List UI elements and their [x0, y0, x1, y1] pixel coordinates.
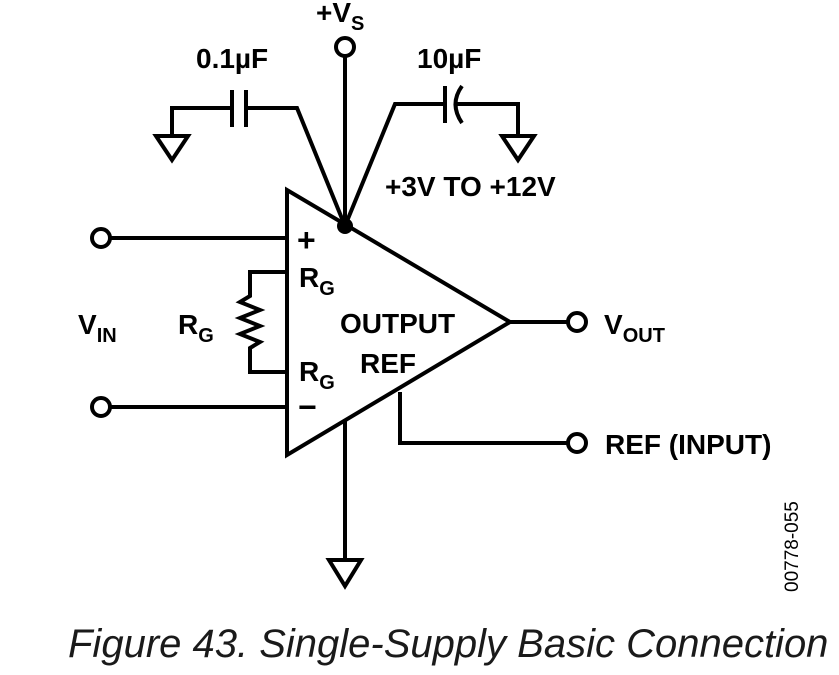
rg-pin-label-top: RG [299, 262, 335, 300]
rg-resistor-label: RG [178, 309, 214, 347]
output-label: OUTPUT [340, 308, 455, 339]
ref-terminal [566, 432, 588, 454]
cap-small-wire-left [170, 106, 232, 136]
minus-input-terminal [90, 396, 112, 418]
rg-pin-label-bottom: RG [299, 356, 335, 394]
ground-symbol-bottom [325, 558, 365, 590]
ref-label: REF [360, 348, 416, 379]
ref-wire [398, 392, 568, 445]
amplifier-triangle [285, 186, 514, 459]
vin-label: VIN [78, 309, 117, 347]
ref-input-label: REF (INPUT) [605, 429, 771, 460]
ground-symbol-right [498, 134, 538, 164]
cap-small-wire-right [246, 106, 347, 227]
supply-terminal [334, 36, 356, 58]
supply-label: +VS [316, 0, 364, 35]
plus-input-terminal [90, 227, 112, 249]
minus-sign: − [298, 389, 317, 425]
rg-resistor [234, 270, 287, 374]
supply-range-label: +3V TO +12V [385, 171, 556, 202]
cap-small-label: 0.1µF [196, 43, 268, 74]
cap-large-wire-right [454, 102, 520, 136]
vout-label: VOUT [604, 309, 665, 347]
ground-symbol-left [152, 134, 192, 164]
vout-terminal [566, 311, 588, 333]
cap-large-wire-left [343, 102, 445, 227]
figure-caption: Figure 43. Single-Supply Basic Connectio… [68, 622, 828, 666]
figure-code: 00778-055 [782, 501, 803, 592]
plus-sign: + [297, 222, 316, 258]
cap-large-label: 10µF [417, 43, 481, 74]
